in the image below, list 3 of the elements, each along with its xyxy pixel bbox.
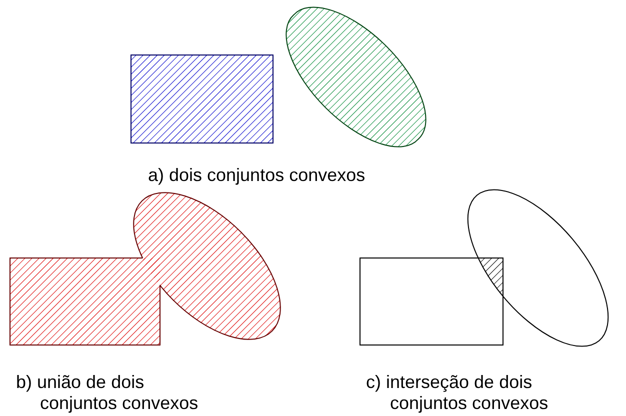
caption: b) união de dois conjuntos convexos <box>16 372 200 414</box>
caption: a) dois conjuntos convexos <box>148 165 366 186</box>
caption: c) interseção de dois conjuntos convexos <box>366 372 550 414</box>
